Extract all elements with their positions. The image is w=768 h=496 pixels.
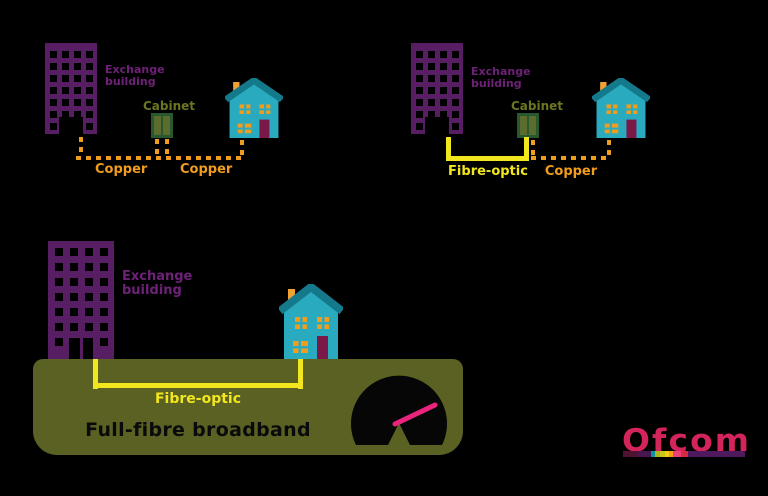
fibre-line (298, 359, 303, 389)
exchange-building-label: Exchange building (122, 269, 193, 298)
exchange-building-illustration (411, 43, 463, 134)
fibre-optic-label: Fibre-optic (448, 164, 528, 179)
copper-line (165, 139, 169, 156)
speedometer-icon (351, 375, 447, 445)
cabinet-label: Cabinet (511, 99, 564, 113)
house-illustration (592, 78, 650, 138)
copper-label: Copper (180, 162, 233, 177)
fibre-line (93, 359, 98, 389)
gauge-needle (392, 402, 438, 427)
building-door (59, 117, 83, 134)
fibre-optic-label: Fibre-optic (154, 391, 242, 407)
copper-label: Copper (544, 164, 598, 179)
copper-label: Copper (95, 162, 148, 177)
copper-line (531, 140, 535, 156)
building-door (69, 338, 93, 359)
exchange-building-illustration (48, 241, 114, 359)
copper-line (607, 140, 611, 156)
cabinet-label: Cabinet (143, 99, 196, 113)
ofcom-rainbow-stripe (623, 451, 745, 457)
cabinet-illustration (151, 113, 173, 138)
copper-line (240, 140, 244, 156)
fibre-line (524, 137, 529, 161)
copper-line (79, 137, 83, 156)
exchange-building-illustration (45, 43, 97, 134)
exchange-building-label: Exchange building (471, 65, 531, 90)
door-divider (79, 338, 83, 359)
full-fibre-broadband-caption: Full-fibre broadband (85, 419, 311, 441)
fibre-line (446, 156, 529, 161)
copper-line (531, 156, 611, 160)
house-illustration (279, 284, 343, 359)
exchange-building-label: Exchange building (105, 63, 165, 88)
cabinet-illustration (517, 113, 539, 138)
house-illustration (225, 78, 283, 138)
fibre-line (93, 383, 303, 388)
building-door (425, 117, 449, 134)
fibre-line (446, 137, 451, 161)
copper-line (76, 156, 244, 160)
copper-line (155, 139, 159, 156)
